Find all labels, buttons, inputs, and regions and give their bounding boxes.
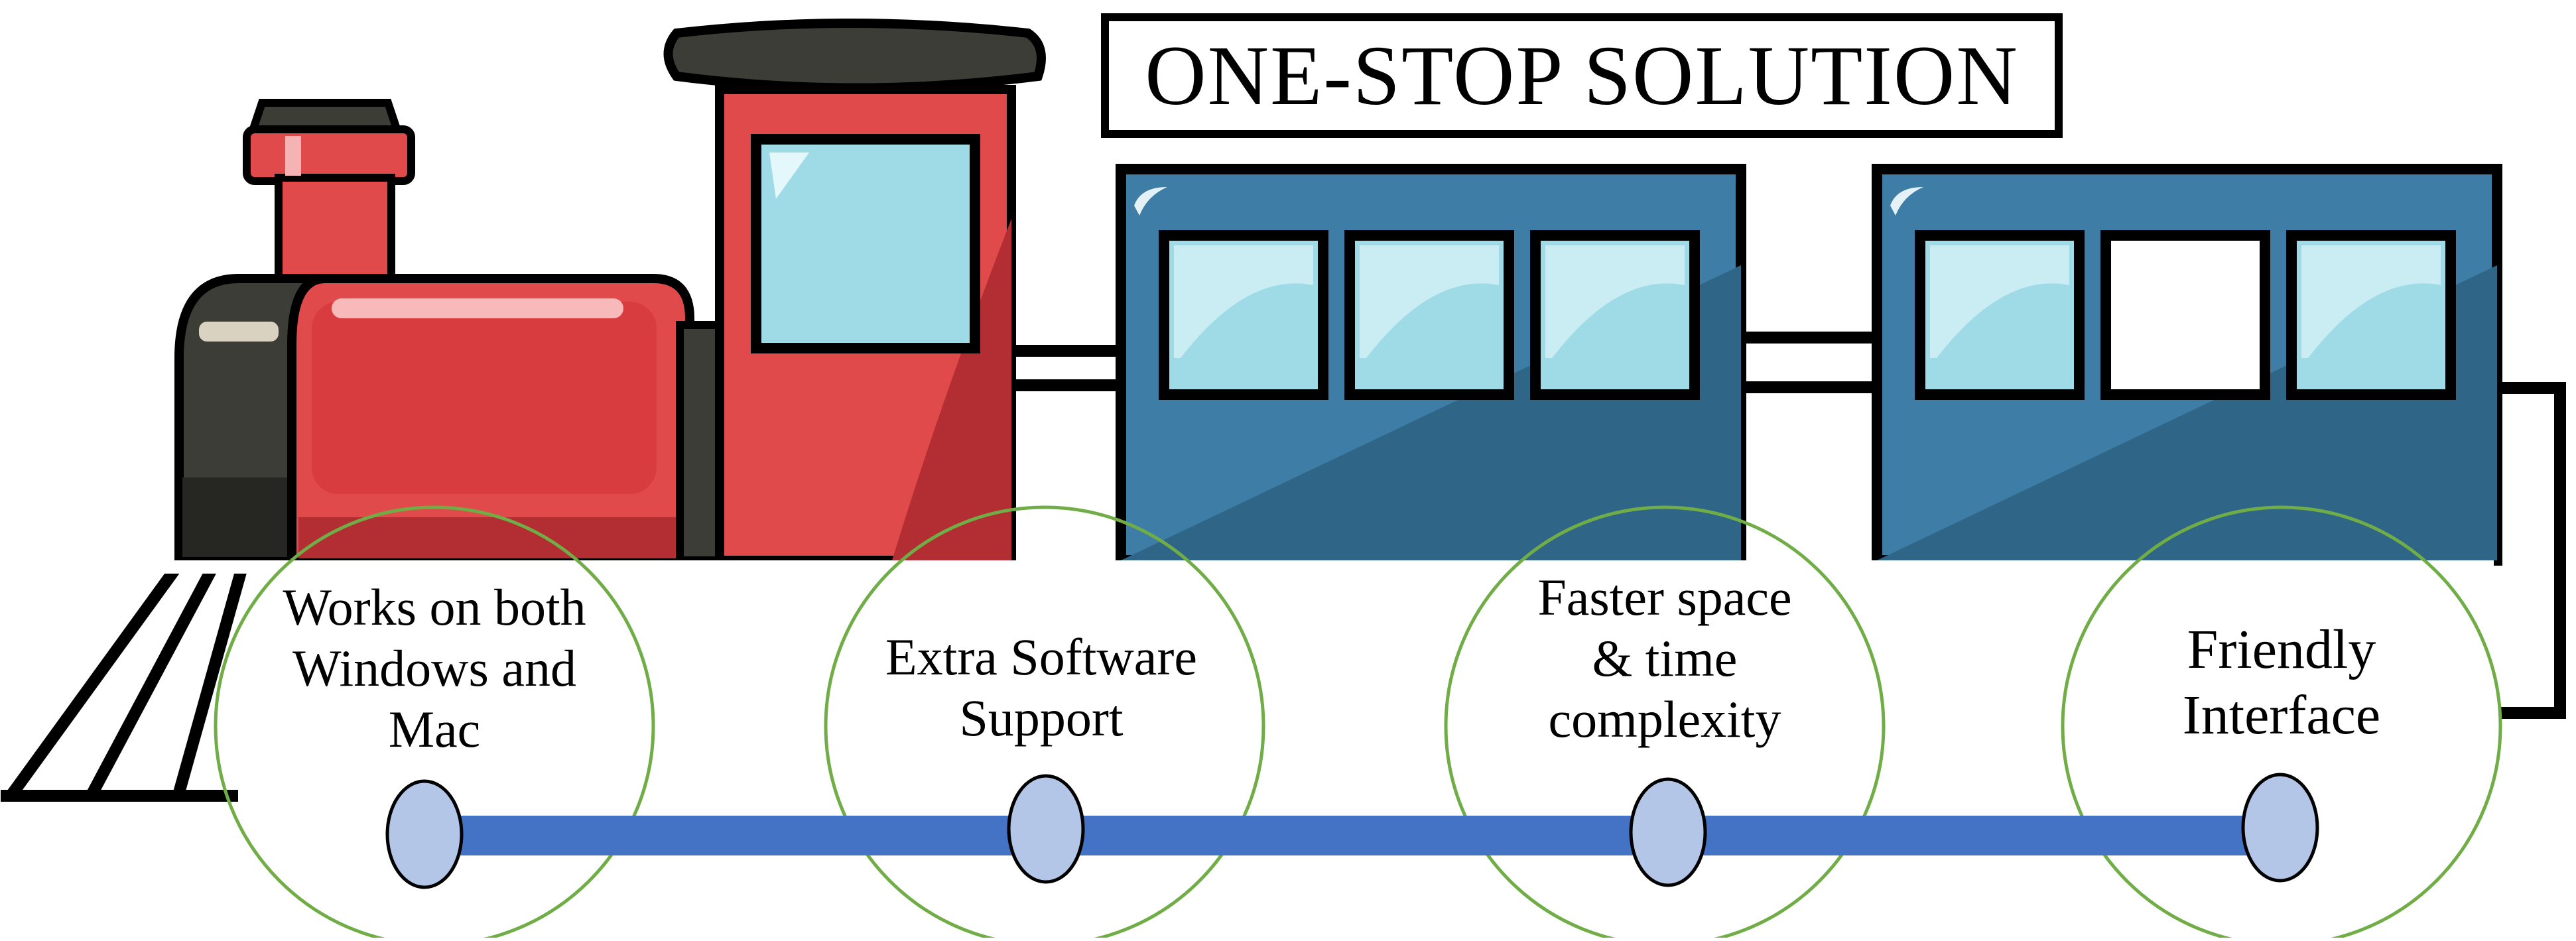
- coupling-engine-coach1: [1008, 345, 1141, 391]
- wheels: [214, 505, 2502, 941]
- diagram-title: ONE-STOP SOLUTION: [1145, 28, 2019, 123]
- coach-2: [1872, 164, 2502, 566]
- coupling-coach1-coach2: [1738, 332, 1884, 393]
- axle-bar: [424, 816, 2282, 855]
- title-box: ONE-STOP SOLUTION: [1101, 13, 2063, 138]
- feature-label-3: Faster space & time complexity: [1537, 568, 1792, 749]
- wheel-4: [2061, 505, 2502, 941]
- hub-3: [1629, 777, 1707, 887]
- wheel-2: [824, 505, 1265, 941]
- feature-label-1: Works on both Windows and Mac: [283, 578, 586, 759]
- feature-label-2: Extra Software Support: [885, 628, 1197, 747]
- hub-2: [1007, 774, 1085, 884]
- smoke-stack: [243, 99, 415, 291]
- coach-1-windows: [1159, 230, 1700, 400]
- coach-2-windows: [1915, 230, 2456, 400]
- wheel-hubs: [385, 773, 2319, 889]
- feature-label-4: Friendly Interface: [2182, 619, 2381, 747]
- rear-hook: [2500, 382, 2566, 719]
- locomotive: [174, 19, 1046, 565]
- cab-roof: [663, 19, 1046, 93]
- wheel-3: [1444, 505, 1886, 941]
- hub-4: [2241, 773, 2319, 883]
- coach-1: [1116, 164, 1746, 566]
- hub-1: [385, 779, 464, 889]
- wheel-1: [214, 505, 655, 941]
